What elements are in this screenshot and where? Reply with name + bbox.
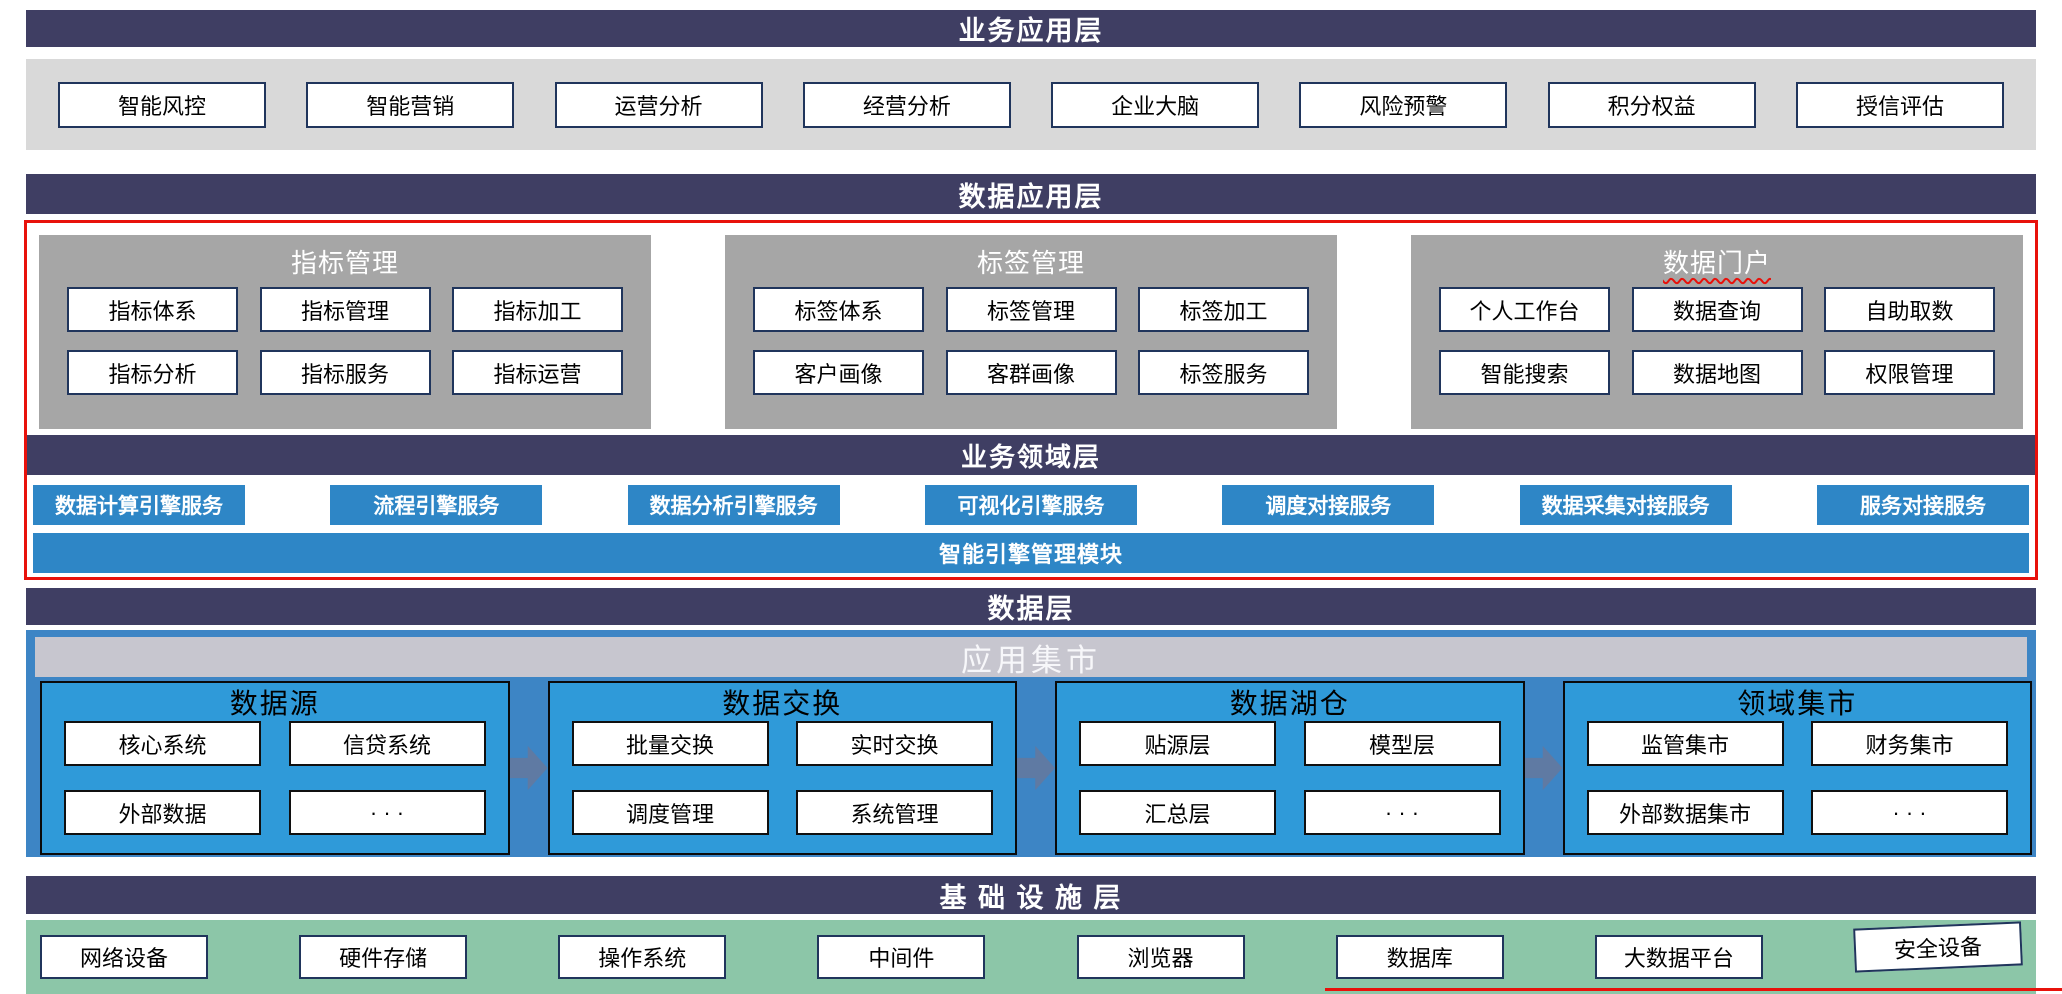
infra-item: 浏览器: [1076, 935, 1245, 979]
service-button: 服务对接服务: [1816, 485, 2029, 525]
panel-grid: 核心系统 信贷系统 外部数据 · · ·: [42, 721, 508, 835]
panel-item: 汇总层: [1079, 790, 1276, 835]
panel-item: 外部数据: [64, 790, 261, 835]
infra-item: 数据库: [1335, 935, 1504, 979]
panel-item: 指标运营: [452, 350, 623, 395]
red-highlight-frame: 指标管理 指标体系 指标管理 指标加工 指标分析 指标服务 指标运营 标签管理 …: [24, 220, 2038, 580]
panel-item: 信贷系统: [288, 721, 486, 766]
panel-grid: 个人工作台 数据查询 自助取数 智能搜索 数据地图 权限管理: [1411, 287, 2023, 395]
service-button: 可视化引擎服务: [924, 485, 1137, 525]
service-button: 流程引擎服务: [330, 485, 543, 525]
panel-item: 标签管理: [945, 287, 1117, 332]
panel-title: 标签管理: [976, 247, 1085, 278]
business-app-band: 智能风控 智能营销 运营分析 经营分析 企业大脑 风险预警 积分权益 授信评估: [26, 59, 2036, 150]
panel-indicator-management: 指标管理 指标体系 指标管理 指标加工 指标分析 指标服务 指标运营: [39, 235, 651, 429]
red-underline: [1325, 988, 2062, 991]
business-app-item: 智能营销: [306, 81, 515, 128]
service-button: 数据计算引擎服务: [33, 485, 245, 525]
panel-item: 权限管理: [1824, 350, 1995, 395]
engine-module-bar: 智能引擎管理模块: [33, 533, 2029, 573]
panel-item: 监管集市: [1586, 721, 1784, 766]
infra-item: 网络设备: [40, 935, 208, 979]
business-app-item: 授信评估: [1795, 81, 2004, 128]
service-button: 数据分析引擎服务: [627, 485, 840, 525]
panel-grid: 批量交换 实时交换 调度管理 系统管理: [550, 721, 1016, 835]
layer-header-data: 数据层: [26, 588, 2036, 625]
panel-grid: 指标体系 指标管理 指标加工 指标分析 指标服务 指标运营: [39, 287, 651, 395]
panel-grid: 贴源层 模型层 汇总层 · · ·: [1057, 721, 1523, 835]
panel-item: 核心系统: [64, 721, 261, 766]
panel-title: 领域集市: [1737, 689, 1858, 720]
panel-item: 系统管理: [796, 790, 993, 835]
flow-arrow-icon: [1017, 745, 1055, 791]
business-app-item: 经营分析: [802, 81, 1011, 128]
app-mart-strip: 应用集市: [35, 637, 2027, 678]
panel-data-portal: 数据门户 个人工作台 数据查询 自助取数 智能搜索 数据地图 权限管理: [1411, 235, 2023, 429]
flow-arrow-icon: [509, 745, 548, 791]
infra-item: 硬件存储: [299, 935, 468, 979]
panel-title: 数据门户: [1411, 235, 2023, 287]
service-button: 数据采集对接服务: [1519, 485, 1732, 525]
panel-title-text: 数据门户: [1662, 247, 1771, 278]
panel-item: 实时交换: [796, 721, 993, 766]
infra-item: 安全设备: [1853, 921, 2023, 973]
panel-item: · · ·: [1303, 790, 1501, 835]
panel-item: 指标管理: [259, 287, 431, 332]
panel-tag-management: 标签管理 标签体系 标签管理 标签加工 客户画像 客群画像 标签服务: [725, 235, 1337, 429]
panel-item: 标签体系: [753, 287, 924, 332]
panel-data-exchange: 数据交换 批量交换 实时交换 调度管理 系统管理: [547, 681, 1017, 855]
data-panel-row: 数据源 核心系统 信贷系统 外部数据 · · · 数据交换 批量交换 实时交换 …: [40, 681, 2032, 855]
panel-data-lakehouse: 数据湖仓 贴源层 模型层 汇总层 · · ·: [1055, 681, 1525, 855]
panel-item: 自助取数: [1824, 287, 1995, 332]
business-app-item: 积分权益: [1547, 81, 1756, 128]
business-app-item: 运营分析: [554, 81, 763, 128]
layer-header-business-domain: 业务领域层: [27, 435, 2035, 475]
panel-title: 数据湖仓: [1229, 689, 1350, 720]
panel-item: 批量交换: [571, 721, 769, 766]
engine-service-row: 数据计算引擎服务 流程引擎服务 数据分析引擎服务 可视化引擎服务 调度对接服务 …: [33, 485, 2029, 525]
layer-header-infrastructure: 基 础 设 施 层: [26, 876, 2036, 914]
infrastructure-band: 网络设备 硬件存储 操作系统 中间件 浏览器 数据库 大数据平台 安全设备: [26, 920, 2036, 994]
infra-item: 操作系统: [558, 935, 727, 979]
panel-title: 数据源: [229, 689, 320, 720]
panel-title: 数据交换: [722, 689, 843, 720]
panel-item: 外部数据集市: [1586, 790, 1784, 835]
panel-item: · · ·: [1811, 790, 2008, 835]
panel-item: 指标分析: [67, 350, 238, 395]
panel-title: 指标管理: [290, 247, 399, 278]
service-button: 调度对接服务: [1222, 485, 1435, 525]
panel-item: 个人工作台: [1439, 287, 1610, 332]
panel-item: · · ·: [288, 790, 486, 835]
data-layer-region: 应用集市 数据源 核心系统 信贷系统 外部数据 · · · 数据交换 批量交换 …: [26, 630, 2036, 857]
layer-header-data-app: 数据应用层: [26, 174, 2036, 214]
panel-item: 数据地图: [1631, 350, 1803, 395]
panel-item: 客户画像: [753, 350, 924, 395]
business-app-item: 风险预警: [1299, 81, 1508, 128]
panel-item: 标签加工: [1138, 287, 1309, 332]
layer-header-business-app: 业务应用层: [26, 10, 2036, 47]
panel-item: 调度管理: [571, 790, 769, 835]
infra-item: 中间件: [817, 935, 986, 979]
panel-data-source: 数据源 核心系统 信贷系统 外部数据 · · ·: [40, 681, 510, 855]
panel-item: 客群画像: [945, 350, 1117, 395]
flow-arrow-icon: [1524, 745, 1563, 791]
data-app-panel-row: 指标管理 指标体系 指标管理 指标加工 指标分析 指标服务 指标运营 标签管理 …: [39, 235, 2023, 429]
panel-item: 指标体系: [67, 287, 238, 332]
panel-item: 贴源层: [1079, 721, 1276, 766]
business-app-item: 企业大脑: [1051, 81, 1260, 128]
panel-item: 智能搜索: [1439, 350, 1610, 395]
panel-grid: 标签体系 标签管理 标签加工 客户画像 客群画像 标签服务: [725, 287, 1337, 395]
panel-item: 模型层: [1303, 721, 1501, 766]
panel-grid: 监管集市 财务集市 外部数据集市 · · ·: [1565, 721, 2031, 835]
panel-domain-mart: 领域集市 监管集市 财务集市 外部数据集市 · · ·: [1562, 681, 2032, 855]
panel-item: 标签服务: [1138, 350, 1309, 395]
panel-item: 指标服务: [259, 350, 431, 395]
panel-item: 指标加工: [452, 287, 623, 332]
infra-item: 大数据平台: [1594, 935, 1763, 979]
business-app-item: 智能风控: [58, 81, 266, 128]
panel-item: 财务集市: [1811, 721, 2008, 766]
panel-item: 数据查询: [1631, 287, 1803, 332]
